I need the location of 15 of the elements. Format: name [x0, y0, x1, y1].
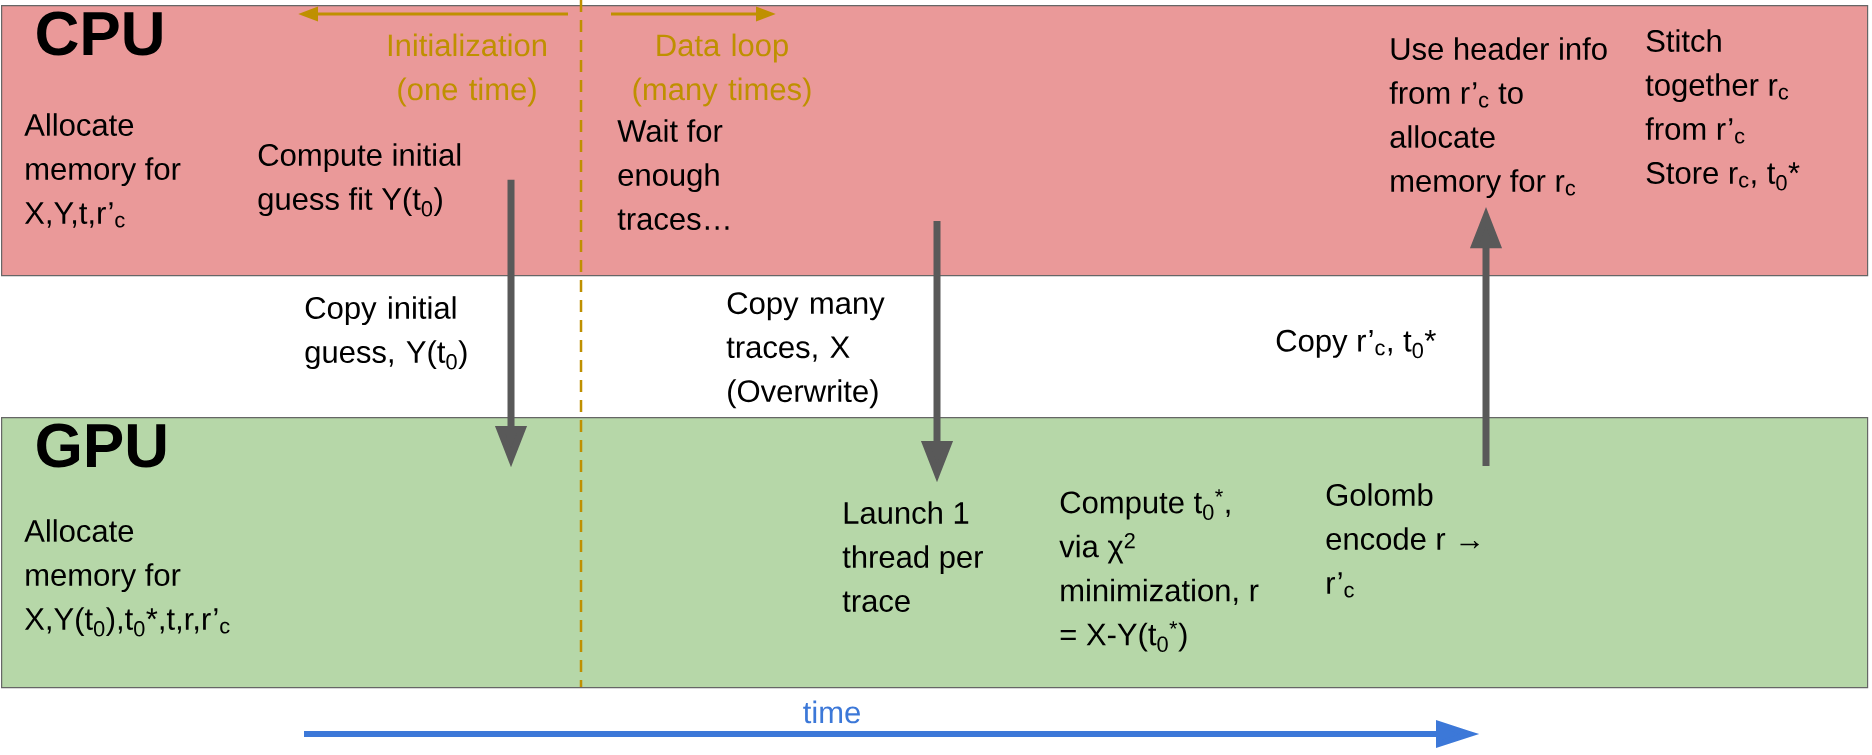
step-text: Golomb encode r → r’$_{c}$	[1326, 483, 1479, 598]
step-text: Compute t$_{0}$$^{*}$, via χ$^{2}$ minimization, r = X-Y(t$_{0}$$^{*}$)	[1059, 489, 1259, 652]
axis-label: time	[803, 700, 860, 724]
step-text: Wait for enough traces…	[617, 119, 729, 230]
phase-label: Initialization (one time)	[388, 33, 546, 107]
phase-label: Data loop (many times)	[633, 33, 811, 107]
step-text: Allocate memory for X,Y(t$_{0}$),t$_{0}$*,t,r,r’$_{c}$	[24, 519, 230, 637]
step-text: Allocate memory for X,Y,t,r’$_{c}$	[24, 113, 181, 228]
edge-label: Copy many traces, X (Overwrite)	[726, 292, 885, 409]
edge-label: Copy initial guess, Y(t$_{0}$)	[305, 296, 467, 370]
step-text: Use header info from r’$_{c}$ to allocate memory for r$_{c}$	[1389, 37, 1607, 199]
edge-label: Copy r’$_{c}$, t$_{0}$*	[1276, 329, 1436, 359]
step-text: Compute initial guess fit Y(t$_{0}$)	[258, 143, 461, 217]
step-text: Stitch together r$_{c}$ from r’$_{c}$ Store r$_{c}$, t$_{0}$*	[1645, 29, 1800, 191]
step-text: Launch 1 thread per trace	[842, 501, 983, 612]
